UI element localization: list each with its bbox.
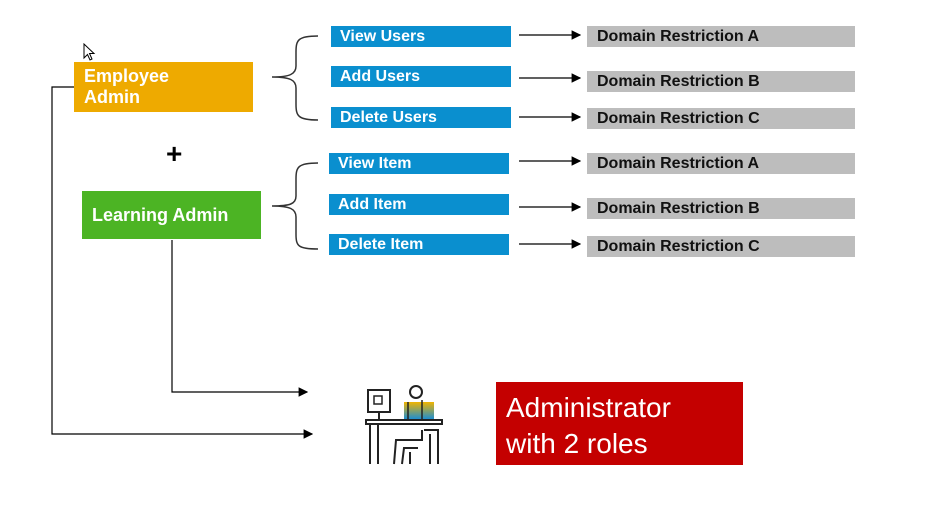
restriction-delete-users: Domain Restriction C	[587, 108, 855, 129]
result-line-2: with 2 roles	[506, 428, 648, 459]
plus-sign: +	[166, 138, 183, 169]
learning-admin-role: Learning Admin	[82, 191, 261, 239]
learning-admin-label: Learning Admin	[92, 205, 229, 225]
restriction-view-item: Domain Restriction A	[587, 153, 855, 174]
restriction-add-users: Domain Restriction B	[587, 71, 855, 92]
employee-admin-label: Employee Admin	[84, 66, 170, 107]
permission-delete-item: Delete Item	[329, 234, 509, 255]
restriction-add-item: Domain Restriction B	[587, 198, 855, 219]
person-at-desk-icon	[365, 385, 443, 465]
result-line-1: Administrator	[506, 392, 671, 423]
learning-brace	[271, 162, 319, 250]
mouse-pointer-icon	[83, 43, 96, 61]
learning-to-result-arrow	[171, 240, 309, 397]
administrator-result-box: Administrator with 2 roles	[496, 382, 743, 465]
permission-view-item: View Item	[329, 153, 509, 174]
employee-brace	[271, 35, 319, 121]
permission-delete-users: Delete Users	[331, 107, 511, 128]
permission-view-users: View Users	[331, 26, 511, 47]
permission-add-users: Add Users	[331, 66, 511, 87]
restriction-delete-item: Domain Restriction C	[587, 236, 855, 257]
restriction-view-users: Domain Restriction A	[587, 26, 855, 47]
permission-add-item: Add Item	[329, 194, 509, 215]
employee-to-result-arrow	[51, 86, 314, 439]
employee-admin-role: Employee Admin	[74, 62, 253, 112]
